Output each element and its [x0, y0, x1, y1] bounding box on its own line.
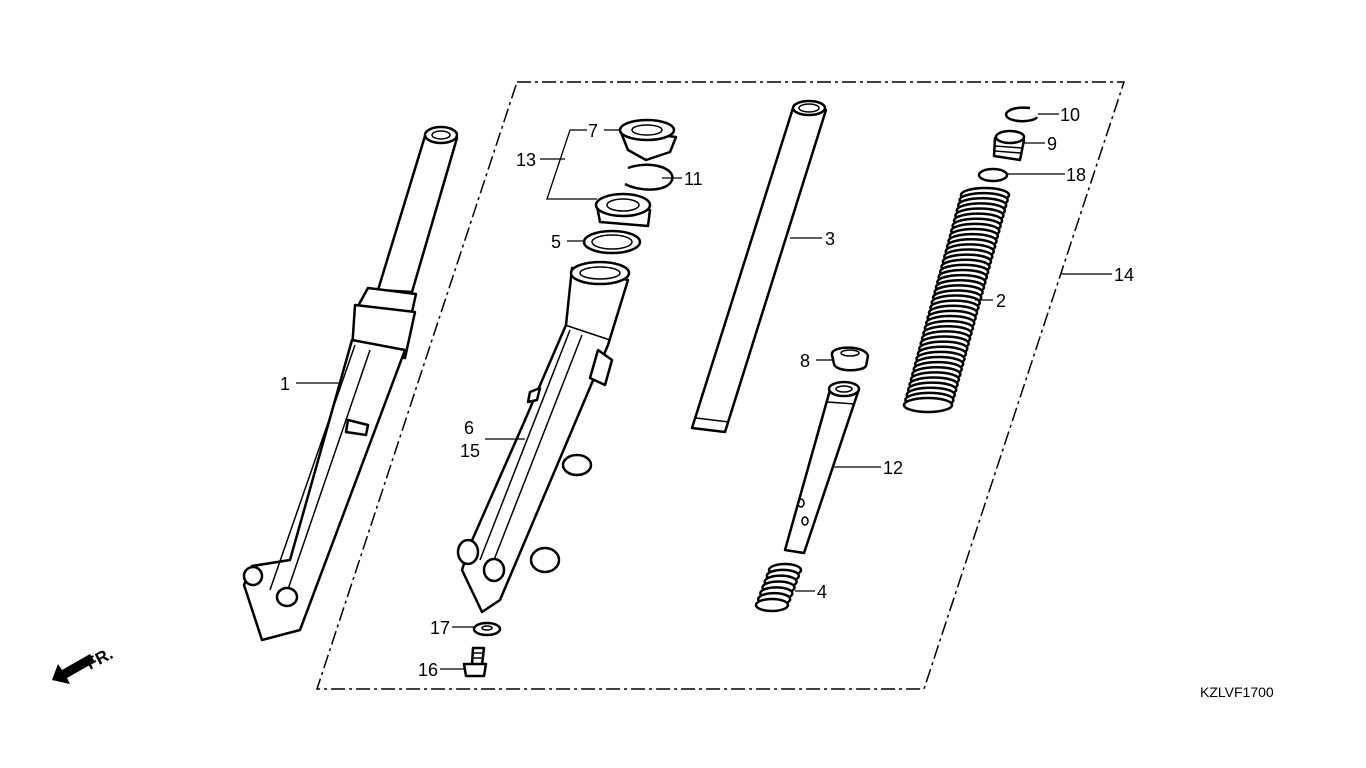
fork-piston[interactable] [783, 380, 861, 555]
callout-17[interactable]: 17 [430, 618, 450, 638]
leader-lines [296, 113, 1112, 670]
piston-ring[interactable] [830, 346, 870, 372]
front-direction-arrow-icon: FR. [52, 644, 116, 684]
callout-7[interactable]: 7 [588, 121, 598, 141]
oil-seal[interactable] [594, 192, 652, 228]
callout-10[interactable]: 10 [1060, 105, 1080, 125]
front-direction-label: FR. [83, 644, 116, 674]
callout-5[interactable]: 5 [551, 232, 561, 252]
callout-9[interactable]: 9 [1047, 134, 1057, 154]
callout-4[interactable]: 4 [817, 582, 827, 602]
fork-bolt[interactable] [992, 129, 1026, 162]
callout-3[interactable]: 3 [825, 229, 835, 249]
callout-14[interactable]: 14 [1114, 265, 1134, 285]
callout-16[interactable]: 16 [418, 660, 438, 680]
callout-2[interactable]: 2 [996, 291, 1006, 311]
callout-6[interactable]: 6 [464, 418, 474, 438]
spring-coil [902, 396, 954, 414]
callout-12[interactable]: 12 [883, 458, 903, 478]
fork-pipe[interactable] [690, 99, 828, 434]
back-up-ring[interactable] [582, 229, 642, 255]
dust-seal[interactable] [618, 118, 678, 162]
diagram-code: KZLVF1700 [1200, 684, 1274, 700]
rebound-spring[interactable] [754, 562, 803, 613]
callout-11[interactable]: 11 [684, 169, 703, 189]
fork-assembly-left[interactable] [242, 125, 459, 642]
spring-coil [754, 597, 790, 613]
callout-18[interactable]: 18 [1066, 165, 1086, 185]
o-ring[interactable] [977, 167, 1009, 183]
fork-outer-tube[interactable] [456, 260, 631, 614]
fork-spring[interactable] [902, 186, 1011, 414]
callout-1[interactable]: 1 [280, 374, 290, 394]
circlip[interactable] [1004, 106, 1039, 123]
callout-8[interactable]: 8 [800, 351, 810, 371]
sealing-washer[interactable] [472, 621, 502, 637]
callout-13[interactable]: 13 [516, 150, 536, 170]
kit-boundary [315, 81, 1126, 690]
socket-bolt[interactable] [462, 646, 488, 678]
callout-15[interactable]: 15 [460, 441, 480, 461]
stopper-ring[interactable] [624, 163, 674, 191]
